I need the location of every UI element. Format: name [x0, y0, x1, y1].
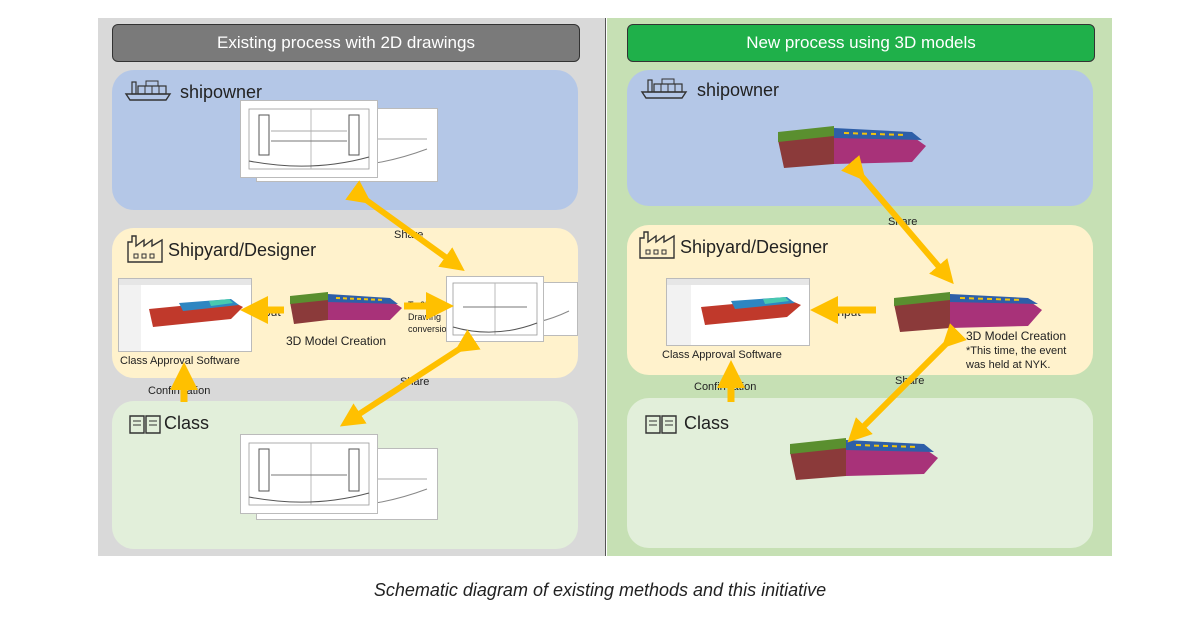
- left-panel-header: Existing process with 2D drawings: [112, 24, 580, 62]
- right-class-approval-software-screen: [666, 278, 810, 346]
- right-shipyard-label: Shipyard/Designer: [680, 237, 829, 257]
- left-class-approval-software-label: Class Approval Software: [120, 355, 240, 367]
- right-input-label: Input: [834, 305, 861, 319]
- left-class-approval-software-screen: [118, 278, 252, 352]
- right-class-approval-software-label: Class Approval Software: [662, 349, 782, 361]
- right-share-label-bottom: Share: [895, 375, 925, 387]
- panel-divider: [605, 18, 606, 556]
- right-share-label-top: Share: [888, 216, 918, 228]
- left-to-2d-line1: To 2D: [408, 300, 432, 310]
- left-3d-model-creation-label: 3D Model Creation: [286, 334, 387, 348]
- right-3d-model-creation-label: 3D Model Creation: [966, 329, 1067, 343]
- left-shipowner-2d-drawing-front: [240, 100, 378, 178]
- book-icon: [645, 415, 677, 434]
- left-to-2d-line2: Drawing: [408, 312, 442, 322]
- left-input-label: Input: [254, 305, 281, 319]
- left-share-label-top: Share: [394, 229, 424, 241]
- left-confirmation-label: Confirmation: [148, 385, 211, 397]
- factory-icon: [127, 235, 163, 263]
- right-class-label: Class: [684, 413, 730, 433]
- right-note-line1: *This time, the event: [966, 345, 1067, 357]
- left-shipowner-label: shipowner: [180, 82, 263, 102]
- left-shipyard-label: Shipyard/Designer: [168, 240, 317, 260]
- right-panel-header: New process using 3D models: [627, 24, 1095, 62]
- ship-icon: [124, 80, 172, 101]
- left-to-2d-line3: conversion: [408, 324, 452, 334]
- right-confirmation-label: Confirmation: [694, 381, 757, 393]
- right-shipowner-3d-ship-model: [778, 126, 926, 168]
- book-icon: [129, 415, 161, 434]
- figure-caption: Schematic diagram of existing methods an…: [373, 580, 827, 600]
- left-shipyard-2d-drawing-front: [446, 276, 544, 342]
- left-class-2d-drawing-front: [240, 434, 378, 514]
- factory-icon: [639, 231, 675, 259]
- left-share-label-bottom: Share: [400, 376, 430, 388]
- ship-icon: [640, 78, 688, 99]
- right-class-3d-ship-model: [790, 438, 938, 480]
- left-3d-ship-model: [290, 292, 402, 324]
- left-class-label: Class: [164, 413, 210, 433]
- right-shipowner-label: shipowner: [697, 80, 780, 100]
- right-note-line2: was held at NYK.: [966, 359, 1051, 371]
